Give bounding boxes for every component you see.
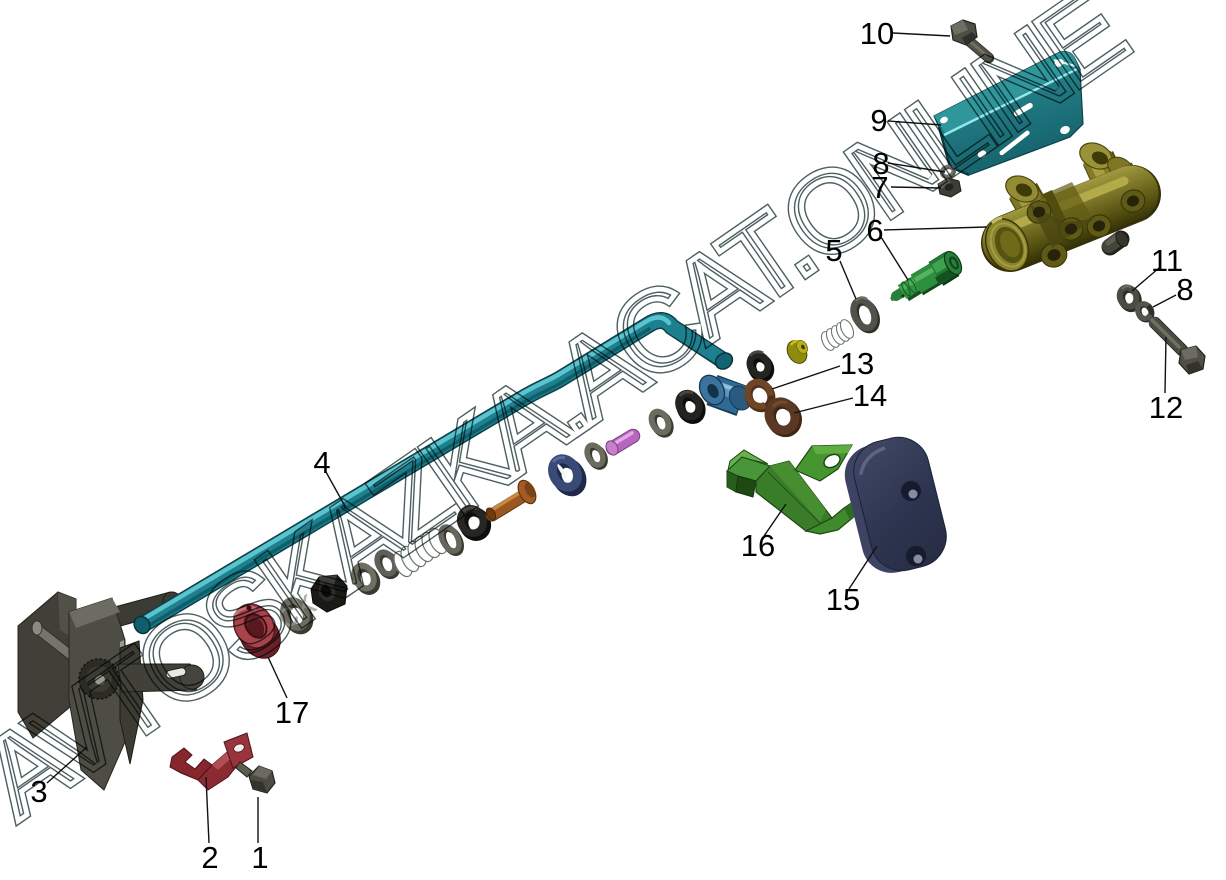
svg-text:10: 10: [860, 16, 894, 51]
svg-text:5: 5: [825, 233, 842, 268]
svg-text:11: 11: [1151, 243, 1183, 278]
svg-text:4: 4: [313, 445, 330, 480]
svg-text:2: 2: [201, 840, 218, 875]
svg-text:16: 16: [741, 528, 775, 563]
svg-text:7: 7: [871, 170, 888, 205]
svg-text:8: 8: [1176, 272, 1193, 307]
svg-text:8: 8: [872, 146, 889, 181]
svg-text:14: 14: [853, 378, 887, 413]
svg-text:1: 1: [251, 840, 268, 875]
svg-text:15: 15: [826, 582, 860, 617]
svg-text:3: 3: [30, 774, 47, 809]
svg-text:6: 6: [866, 213, 883, 248]
svg-text:17: 17: [275, 695, 309, 730]
svg-text:9: 9: [870, 103, 887, 138]
svg-text:13: 13: [840, 346, 874, 381]
svg-text:12: 12: [1149, 390, 1183, 425]
svg-text:AVTOSKAZKA.ACAT.ONLINE: AVTOSKAZKA.ACAT.ONLINE: [0, 0, 1147, 845]
